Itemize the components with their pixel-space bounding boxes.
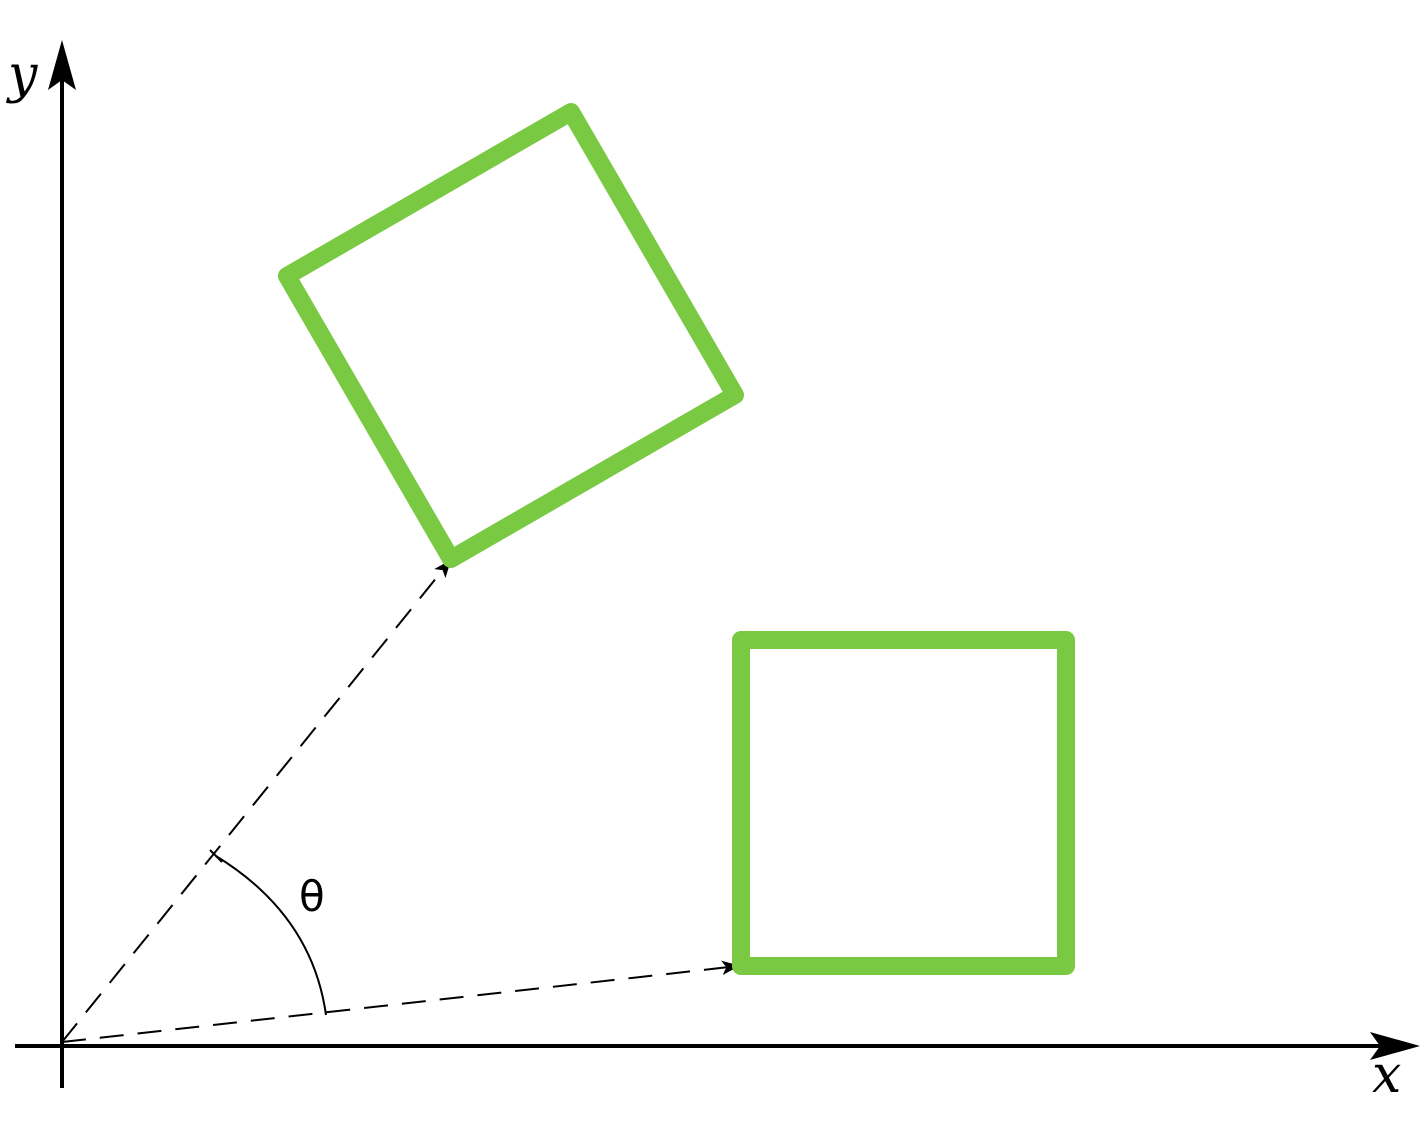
x-axis-arrow-icon — [1370, 1032, 1420, 1060]
angle-label: θ — [299, 872, 325, 921]
y-axis-label: y — [6, 45, 38, 105]
x-axis-label: x — [1372, 1045, 1401, 1105]
y-axis-arrow-icon — [48, 40, 76, 90]
vector-to-original-square — [61, 960, 740, 1043]
original-square — [732, 631, 1075, 975]
angle-arc — [215, 855, 327, 1016]
vector-to-rotated-square — [61, 559, 452, 1043]
angle-arc-tick-upper — [209, 849, 223, 863]
rotated-square — [278, 103, 744, 568]
